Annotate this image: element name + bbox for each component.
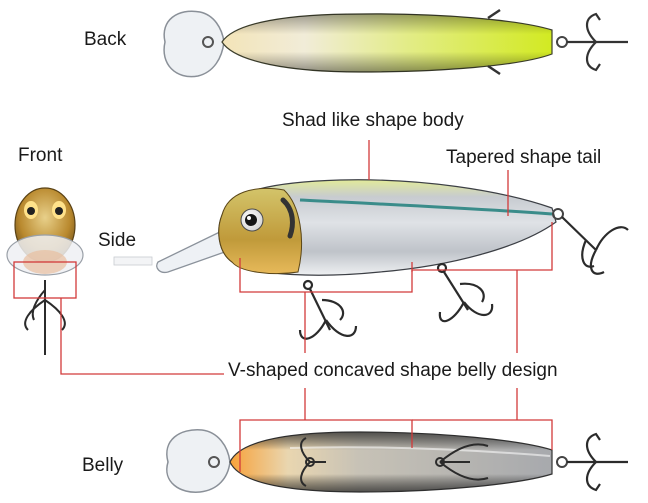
- belly-tail-ring-icon: [556, 456, 568, 468]
- front-belly-bracket: [13, 261, 77, 299]
- back-view-label: Back: [84, 29, 127, 50]
- belly-bracket-front: [239, 419, 413, 472]
- front-hook-icon: [24, 280, 66, 355]
- back-lip: [163, 10, 225, 78]
- side-stripe: [299, 198, 553, 216]
- front-left-eye-icon: [27, 207, 35, 215]
- side-view-lure: [113, 179, 629, 340]
- side-belly-bracket-front: [239, 258, 413, 293]
- back-view-lure: [163, 8, 628, 78]
- side-tail-ring-icon: [552, 208, 564, 220]
- belly-bracket-rear: [412, 419, 553, 450]
- side-rear-hook-icon: [436, 262, 494, 323]
- belly-view-lure: [166, 429, 628, 493]
- side-head: [218, 187, 303, 275]
- callout-lines: [13, 140, 553, 472]
- belly-front-hook-icon: [300, 437, 326, 487]
- back-tail-ring-icon: [556, 36, 568, 48]
- body-callout-label: Shad like shape body: [282, 110, 464, 131]
- back-mid-hook-icon: [487, 8, 501, 76]
- belly-lip: [166, 429, 231, 493]
- belly-design-callout-label: V-shaped concaved shape belly design: [228, 360, 558, 381]
- belly-ridge: [289, 446, 551, 457]
- front-right-eye-icon: [55, 207, 63, 215]
- front-view-label: Front: [18, 145, 63, 166]
- back-tail-hook-icon: [567, 12, 628, 72]
- belly-view-label: Belly: [82, 455, 124, 476]
- side-label-tag: [113, 256, 153, 266]
- belly-rear-hook-icon: [435, 443, 489, 481]
- side-tail-hook-icon: [561, 216, 629, 275]
- belly-tail-hook-icon: [567, 432, 628, 492]
- tail-callout-label: Tapered shape tail: [446, 147, 602, 168]
- belly-line-tie-icon: [208, 456, 220, 468]
- side-front-hook-icon: [298, 279, 358, 340]
- side-view-label: Side: [98, 230, 137, 251]
- side-lip: [156, 227, 237, 274]
- side-belly-bracket-rear: [411, 222, 553, 272]
- back-line-tie-icon: [202, 36, 214, 48]
- front-view-lure: [6, 187, 84, 355]
